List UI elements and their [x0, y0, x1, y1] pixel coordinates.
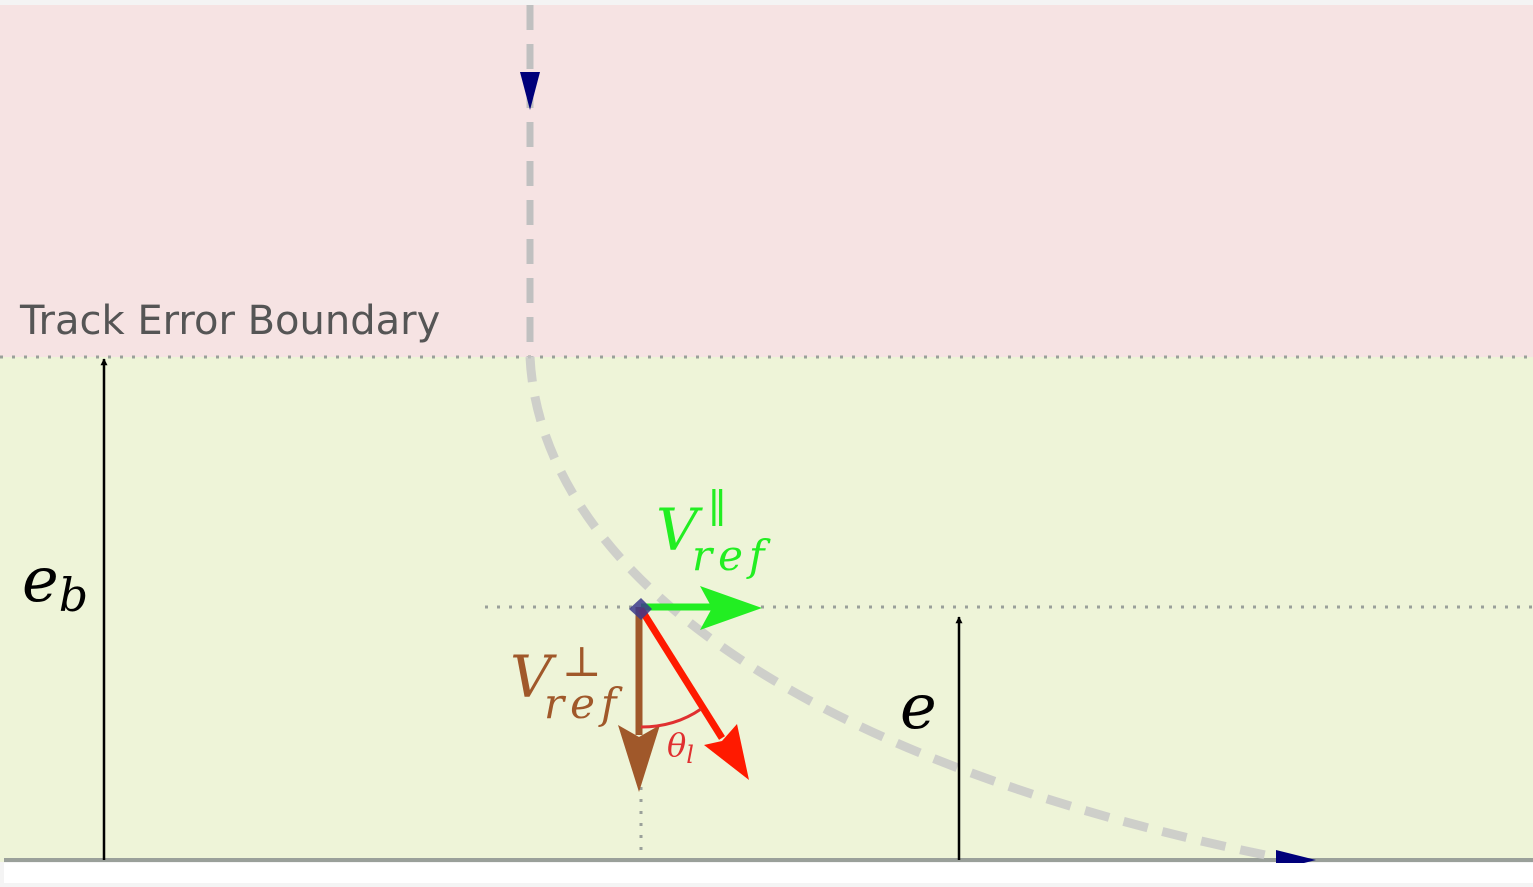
safe-zone	[0, 357, 1533, 862]
path-direction-arrow-down	[520, 72, 540, 110]
v-perpendicular-subscript: ref	[544, 679, 623, 728]
vehicle-marker	[629, 598, 652, 620]
v-perpendicular-arrowhead	[618, 725, 660, 792]
boundary-label: Track Error Boundary	[19, 298, 440, 344]
v-perpendicular-superscript: ⊥	[562, 637, 602, 686]
v-parallel-subscript: ref	[692, 531, 771, 580]
path-curve-segment	[525, 356, 1291, 865]
v-parallel-label: V	[656, 496, 703, 564]
error-zone	[0, 5, 1533, 357]
v-actual-arrowhead	[704, 724, 749, 780]
e-label: e	[900, 670, 937, 743]
angle-arc	[640, 707, 702, 729]
v-perpendicular-label: V	[510, 643, 557, 711]
bottom-margin	[4, 863, 1533, 883]
v-parallel-superscript: ∥	[708, 486, 726, 532]
v-actual-shaft	[638, 607, 725, 740]
eb-label: eb	[22, 543, 88, 622]
theta-label: θl	[667, 726, 694, 769]
v-parallel-arrowhead	[700, 586, 762, 630]
